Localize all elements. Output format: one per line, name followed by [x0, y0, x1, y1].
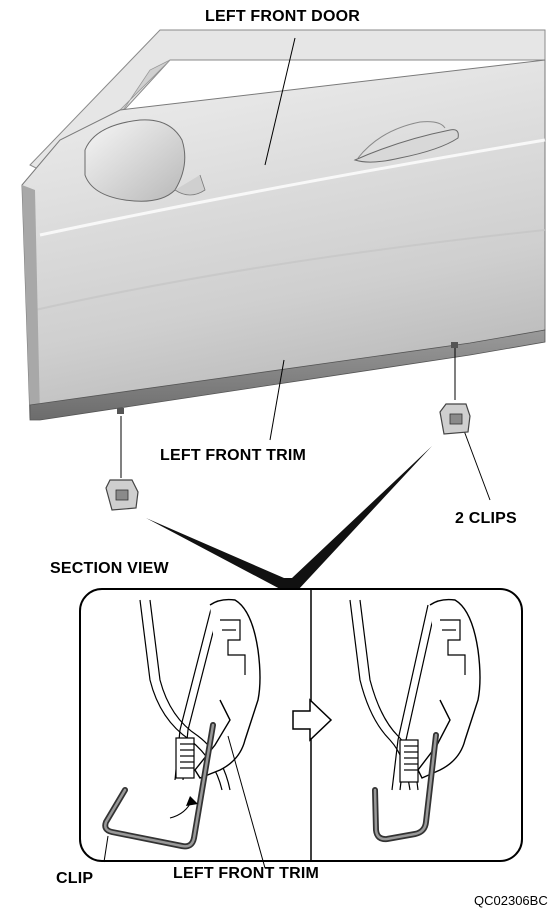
- label-clip: CLIP: [56, 870, 94, 887]
- rotation-arrow-head: [186, 796, 198, 806]
- clip-right-detached: [439, 403, 471, 435]
- door-illustration: [21, 29, 546, 421]
- section-callout-wedge: [146, 446, 432, 590]
- label-left-front-door: LEFT FRONT DOOR: [205, 8, 360, 25]
- section-before: [102, 598, 261, 850]
- side-mirror: [84, 119, 186, 202]
- label-section-view: SECTION VIEW: [50, 560, 169, 577]
- door-handle: [353, 129, 459, 163]
- clip-left-detached: [105, 479, 139, 511]
- right-arrow-outline-icon: [292, 698, 333, 742]
- label-left-front-trim-bottom: LEFT FRONT TRIM: [173, 865, 320, 882]
- section-after: [349, 598, 481, 843]
- label-2-clips: 2 CLIPS: [455, 510, 517, 527]
- label-left-front-trim-top: LEFT FRONT TRIM: [160, 447, 307, 464]
- trim-strip: [29, 329, 546, 421]
- figure-code: QC02306BC: [474, 893, 548, 908]
